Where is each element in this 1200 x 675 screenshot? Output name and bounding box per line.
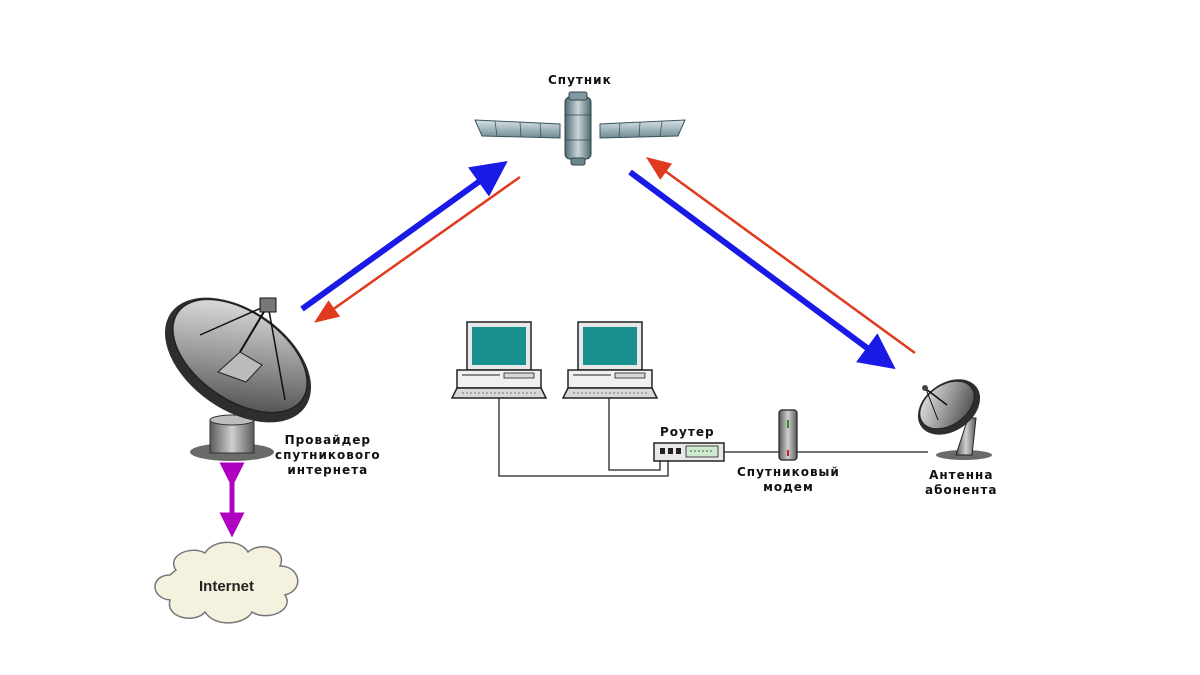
lan-cables [498,398,928,477]
downlink-arrow-subscriber [645,157,916,355]
provider-label-line2: спутникового [275,448,381,462]
internet-label: Internet [199,578,255,595]
uplink-arrow-subscriber [628,169,896,370]
provider-label-line1: Провайдер [284,433,372,447]
downlink-arrow-provider [313,175,521,323]
modem-label-line1: Спутниковый [737,465,840,479]
provider-label-line3: интернета [287,463,369,477]
computer-icon [561,321,659,399]
router-label: Роутер [660,425,715,439]
provider-label: Провайдер спутникового интернета [275,433,381,478]
computer-icon [450,321,548,399]
satellite-label: Спутник [548,73,612,87]
router-icon [653,442,725,462]
antenna-label-line1: Антенна [929,468,994,482]
antenna-label-line2: абонента [925,483,998,497]
modem-label-line2: модем [763,480,814,494]
antenna-label: Антенна абонента [925,468,998,498]
subscriber-dish-icon [917,379,992,460]
cloud-icon [154,541,299,624]
uplink-arrow-provider [300,160,508,312]
satellite-icon [474,91,686,166]
modem-label: Спутниковый модем [737,465,840,495]
modem-icon [778,409,798,461]
provider-dish-icon [164,297,312,461]
